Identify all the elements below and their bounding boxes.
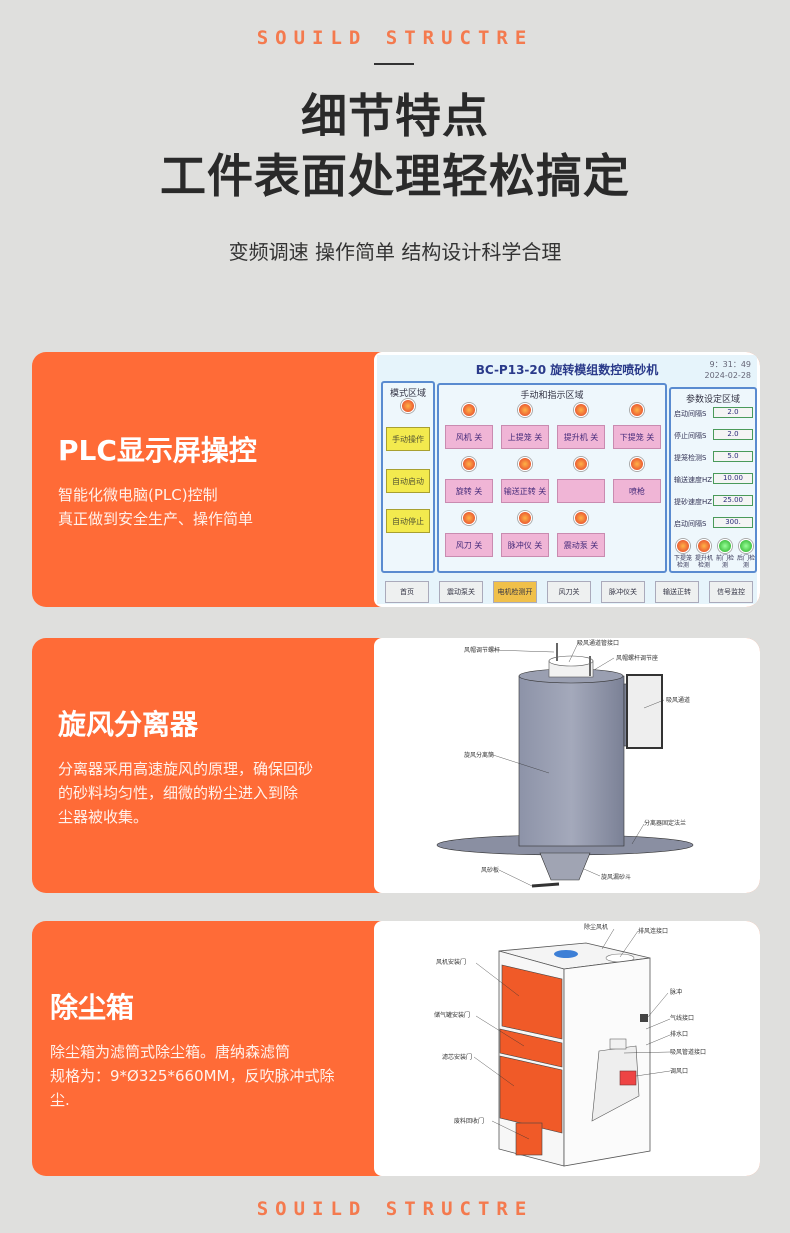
status-label: 后门检测 [736, 555, 755, 569]
feature-title: 除尘箱 [50, 990, 135, 1024]
label: 滤芯安装门 [442, 1053, 472, 1061]
manual-button: 输送正转 关 [501, 479, 549, 503]
indicator-lamp [462, 457, 476, 471]
param-value: 300. [713, 517, 753, 528]
indicator-lamp [518, 403, 532, 417]
feature-card-plc: PLC显示屏操控 智能化微电脑(PLC)控制真正做到安全生产、操作简单 BC-P… [32, 352, 760, 607]
status-lamp [676, 539, 690, 553]
param-label: 提砂速度HZ [674, 498, 713, 506]
manual-button: 提升机 关 [557, 425, 605, 449]
label: 风砂板 [481, 866, 499, 874]
manual-button: 喷枪 [613, 479, 661, 503]
param-value: 2.0 [713, 429, 753, 440]
manual-button: 脉冲仪 关 [501, 533, 549, 557]
param-value: 2.0 [713, 407, 753, 418]
page-title-line2: 工件表面处理轻松搞定 [160, 149, 630, 203]
label: 排水口 [670, 1030, 688, 1038]
feature-title: PLC显示屏操控 [58, 433, 257, 467]
plc-footer-button: 信号监控 [709, 581, 753, 603]
indicator-lamp [630, 457, 644, 471]
manual-zone: 手动和指示区域 风机 关上提笼 关提升机 关下提笼 关旋转 关输送正转 关喷枪风… [437, 383, 667, 573]
label: 旋风分离筒 [464, 751, 494, 759]
status-label: 提升机检测 [694, 555, 713, 569]
label: 气线接口 [670, 1014, 694, 1022]
manual-button [557, 479, 605, 503]
indicator-lamp [630, 403, 644, 417]
indicator-lamp [518, 457, 532, 471]
label: 吸风通道管接口 [577, 639, 619, 647]
indicator-lamp [518, 511, 532, 525]
param-value: 25.00 [713, 495, 753, 506]
feature-desc: 分离器采用高速旋风的原理，确保回砂的砂料均匀性，细微的粉尘进入到除尘器被收集。 [58, 759, 314, 826]
label: 风帽调节螺杆 [464, 646, 500, 654]
param-value: 5.0 [713, 451, 753, 462]
param-label: 启动间隔S [674, 410, 707, 418]
param-value: 10.00 [713, 473, 753, 484]
param-label: 停止间隔S [674, 432, 707, 440]
plc-footer-button: 震动泵关 [439, 581, 483, 603]
mode-button: 自动启动 [386, 469, 430, 493]
status-label: 下提笼检测 [673, 555, 692, 569]
indicator-lamp [462, 403, 476, 417]
label: 废料回收门 [454, 1117, 484, 1125]
manual-button: 旋转 关 [445, 479, 493, 503]
label: 吸风通道 [666, 696, 690, 704]
eyebrow-top: SOUILD STRUCTRE [256, 27, 534, 49]
param-label: 输送速度HZ [674, 476, 713, 484]
manual-button: 上提笼 关 [501, 425, 549, 449]
feature-card-dust-box: 除尘箱 除尘箱为滤筒式除尘箱。唐纳森滤筒规格为：9*Ø325*660MM，反吹脉… [32, 921, 760, 1176]
param-label: 提笼检测S [674, 454, 707, 462]
label: 分离器固定法兰 [644, 819, 686, 827]
manual-button: 风机 关 [445, 425, 493, 449]
label: 调风口 [670, 1067, 688, 1075]
plc-footer-button: 脉冲仪关 [601, 581, 645, 603]
label: 排风连接口 [638, 927, 668, 935]
page-subtitle: 变频调速 操作简单 结构设计科学合理 [228, 240, 562, 264]
label: 风机安装门 [436, 958, 466, 966]
manual-button: 风刀 关 [445, 533, 493, 557]
plc-footer-button: 首页 [385, 581, 429, 603]
indicator-lamp [462, 511, 476, 525]
mode-button: 自动停止 [386, 509, 430, 533]
label: 旋风漏砂斗 [601, 873, 631, 881]
page-title-line1: 细节特点 [301, 89, 489, 143]
dust-box-diagram: 除尘风机 排风连接口 风机安装门 脉冲 气线接口 储气罐安装门 排水口 吸风管道… [374, 921, 760, 1176]
status-lamp [697, 539, 711, 553]
label: 风帽螺杆调节座 [616, 654, 658, 662]
indicator-lamp [574, 457, 588, 471]
plc-footer-button: 电机检测开 [493, 581, 537, 603]
label: 储气罐安装门 [434, 1011, 470, 1019]
feature-desc: 除尘箱为滤筒式除尘箱。唐纳森滤筒规格为：9*Ø325*660MM，反吹脉冲式除尘… [50, 1042, 335, 1109]
indicator-lamp [574, 403, 588, 417]
plc-footer-button: 风刀关 [547, 581, 591, 603]
label: 除尘风机 [584, 923, 608, 931]
feature-desc: 智能化微电脑(PLC)控制真正做到安全生产、操作简单 [58, 485, 254, 528]
status-lamp [718, 539, 732, 553]
status-label: 前门检测 [715, 555, 734, 569]
eyebrow-bottom: SOUILD STRUCTRE [256, 1198, 534, 1220]
feature-title: 旋风分离器 [58, 707, 199, 741]
label: 脉冲 [670, 988, 682, 996]
param-label: 启动间隔S [674, 520, 707, 528]
indicator-lamp [574, 511, 588, 525]
plc-footer-button: 输送正转 [655, 581, 699, 603]
divider [374, 63, 414, 65]
cyclone-diagram: 风帽调节螺杆 吸风通道管接口 风帽螺杆调节座 吸风通道 旋风分离筒 分离器固定法… [374, 638, 760, 893]
feature-card-cyclone: 旋风分离器 分离器采用高速旋风的原理，确保回砂的砂料均匀性，细微的粉尘进入到除尘… [32, 638, 760, 893]
manual-button: 下提笼 关 [613, 425, 661, 449]
plc-title: BC-P13-20 旋转模组数控喷砂机 [475, 363, 659, 377]
label: 吸风管道接口 [670, 1048, 706, 1056]
status-lamp [739, 539, 753, 553]
manual-button: 震动泵 关 [557, 533, 605, 557]
mode-zone: 模式区域 手动操作 自动启动 自动停止 [381, 381, 435, 573]
mode-button: 手动操作 [386, 427, 430, 451]
